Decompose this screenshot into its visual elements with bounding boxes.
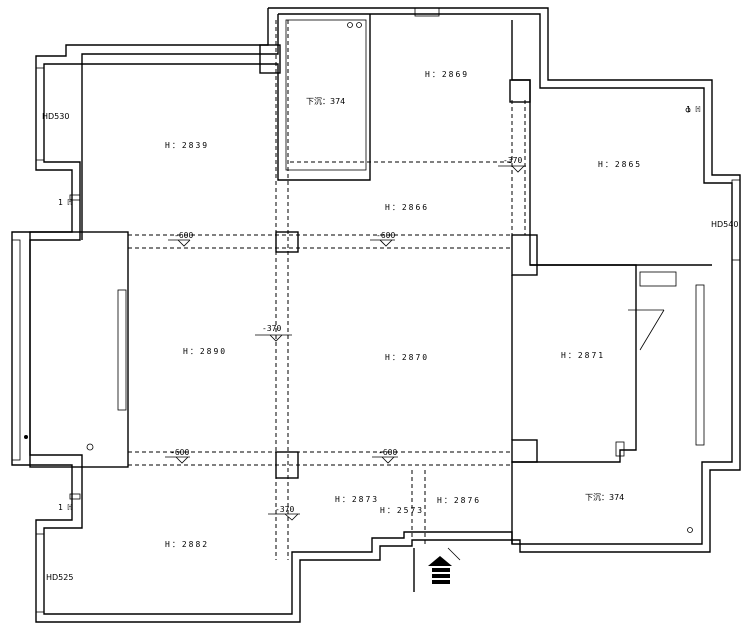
level-label: -370 [262, 324, 281, 333]
room-height: H：2839 [165, 141, 209, 150]
mark-label: 1 ℍ [58, 198, 73, 207]
level-label: -600 [174, 231, 193, 240]
level-markers: -600 -600 -600 -600 -370 -370 -370 [165, 156, 526, 521]
level-label: -600 [378, 448, 397, 457]
room-height: H：2871 [561, 351, 605, 360]
level-label: -370 [503, 156, 522, 165]
room-height: H：2865 [598, 160, 642, 169]
window-label: HD540 [711, 220, 738, 229]
mark-label: 1 ℍ [58, 503, 73, 512]
room-height: H：2882 [165, 540, 209, 549]
room-height: H：2866 [385, 203, 429, 212]
room-height: H：2890 [183, 347, 227, 356]
room-height: H：2873 [335, 495, 379, 504]
level-label: -600 [170, 448, 189, 457]
room-height: H：2876 [437, 496, 481, 505]
room-labels: HD530 HD540 HD525 H：2839 H：2869 H：2865 H… [42, 70, 738, 582]
ceiling-lines [128, 20, 526, 560]
sunken-label: 下沉：374 [585, 493, 624, 502]
level-label: -370 [275, 505, 294, 514]
room-height: H：2870 [385, 353, 429, 362]
room-height: H：2869 [425, 70, 469, 79]
sunken-label: 下沉：374 [306, 97, 345, 106]
outer-walls [11, 7, 741, 623]
room-height: H：2573 [380, 506, 424, 515]
mark-label: 1 ℍ [686, 105, 701, 114]
window-label: HD530 [42, 112, 69, 121]
entrance-door[interactable] [413, 547, 461, 592]
level-label: -600 [376, 231, 395, 240]
window-label: HD525 [46, 573, 73, 582]
